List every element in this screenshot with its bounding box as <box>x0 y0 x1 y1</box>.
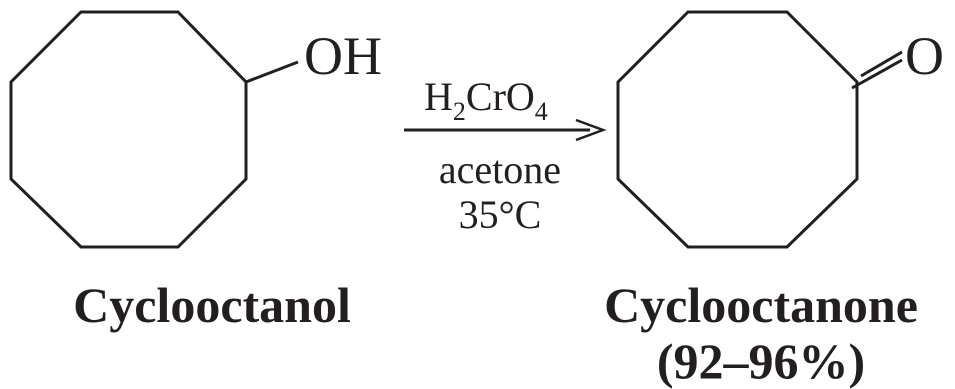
reactant-ring <box>9 10 248 249</box>
product-name: Cyclooctanone <box>604 277 918 333</box>
product-ring <box>616 10 859 249</box>
reactant-structure: OH <box>9 10 382 249</box>
reagent-cro: CrO <box>466 74 535 119</box>
reaction-arrow-head <box>575 118 607 142</box>
reagent-sub-2: 2 <box>453 97 466 126</box>
reagent-h: H <box>424 74 453 119</box>
reactant-oh-label: OH <box>304 26 382 86</box>
product-oxygen-label: O <box>905 26 944 86</box>
reaction-conditions: H2CrO4 acetone 35°C <box>404 74 607 237</box>
reagent-formula: H2CrO4 <box>424 74 548 126</box>
reactant-oh-bond <box>245 60 299 84</box>
reactant-name: Cyclooctanol <box>73 277 351 333</box>
reagent-sub-4: 4 <box>535 97 548 126</box>
product-yield: (92–96%) <box>657 333 865 389</box>
product-structure: O <box>616 10 944 249</box>
product-carbonyl-bond-1 <box>851 58 903 90</box>
solvent-label: acetone <box>439 147 561 192</box>
product-carbonyl-bond-2 <box>860 50 903 78</box>
temperature-label: 35°C <box>459 192 542 237</box>
